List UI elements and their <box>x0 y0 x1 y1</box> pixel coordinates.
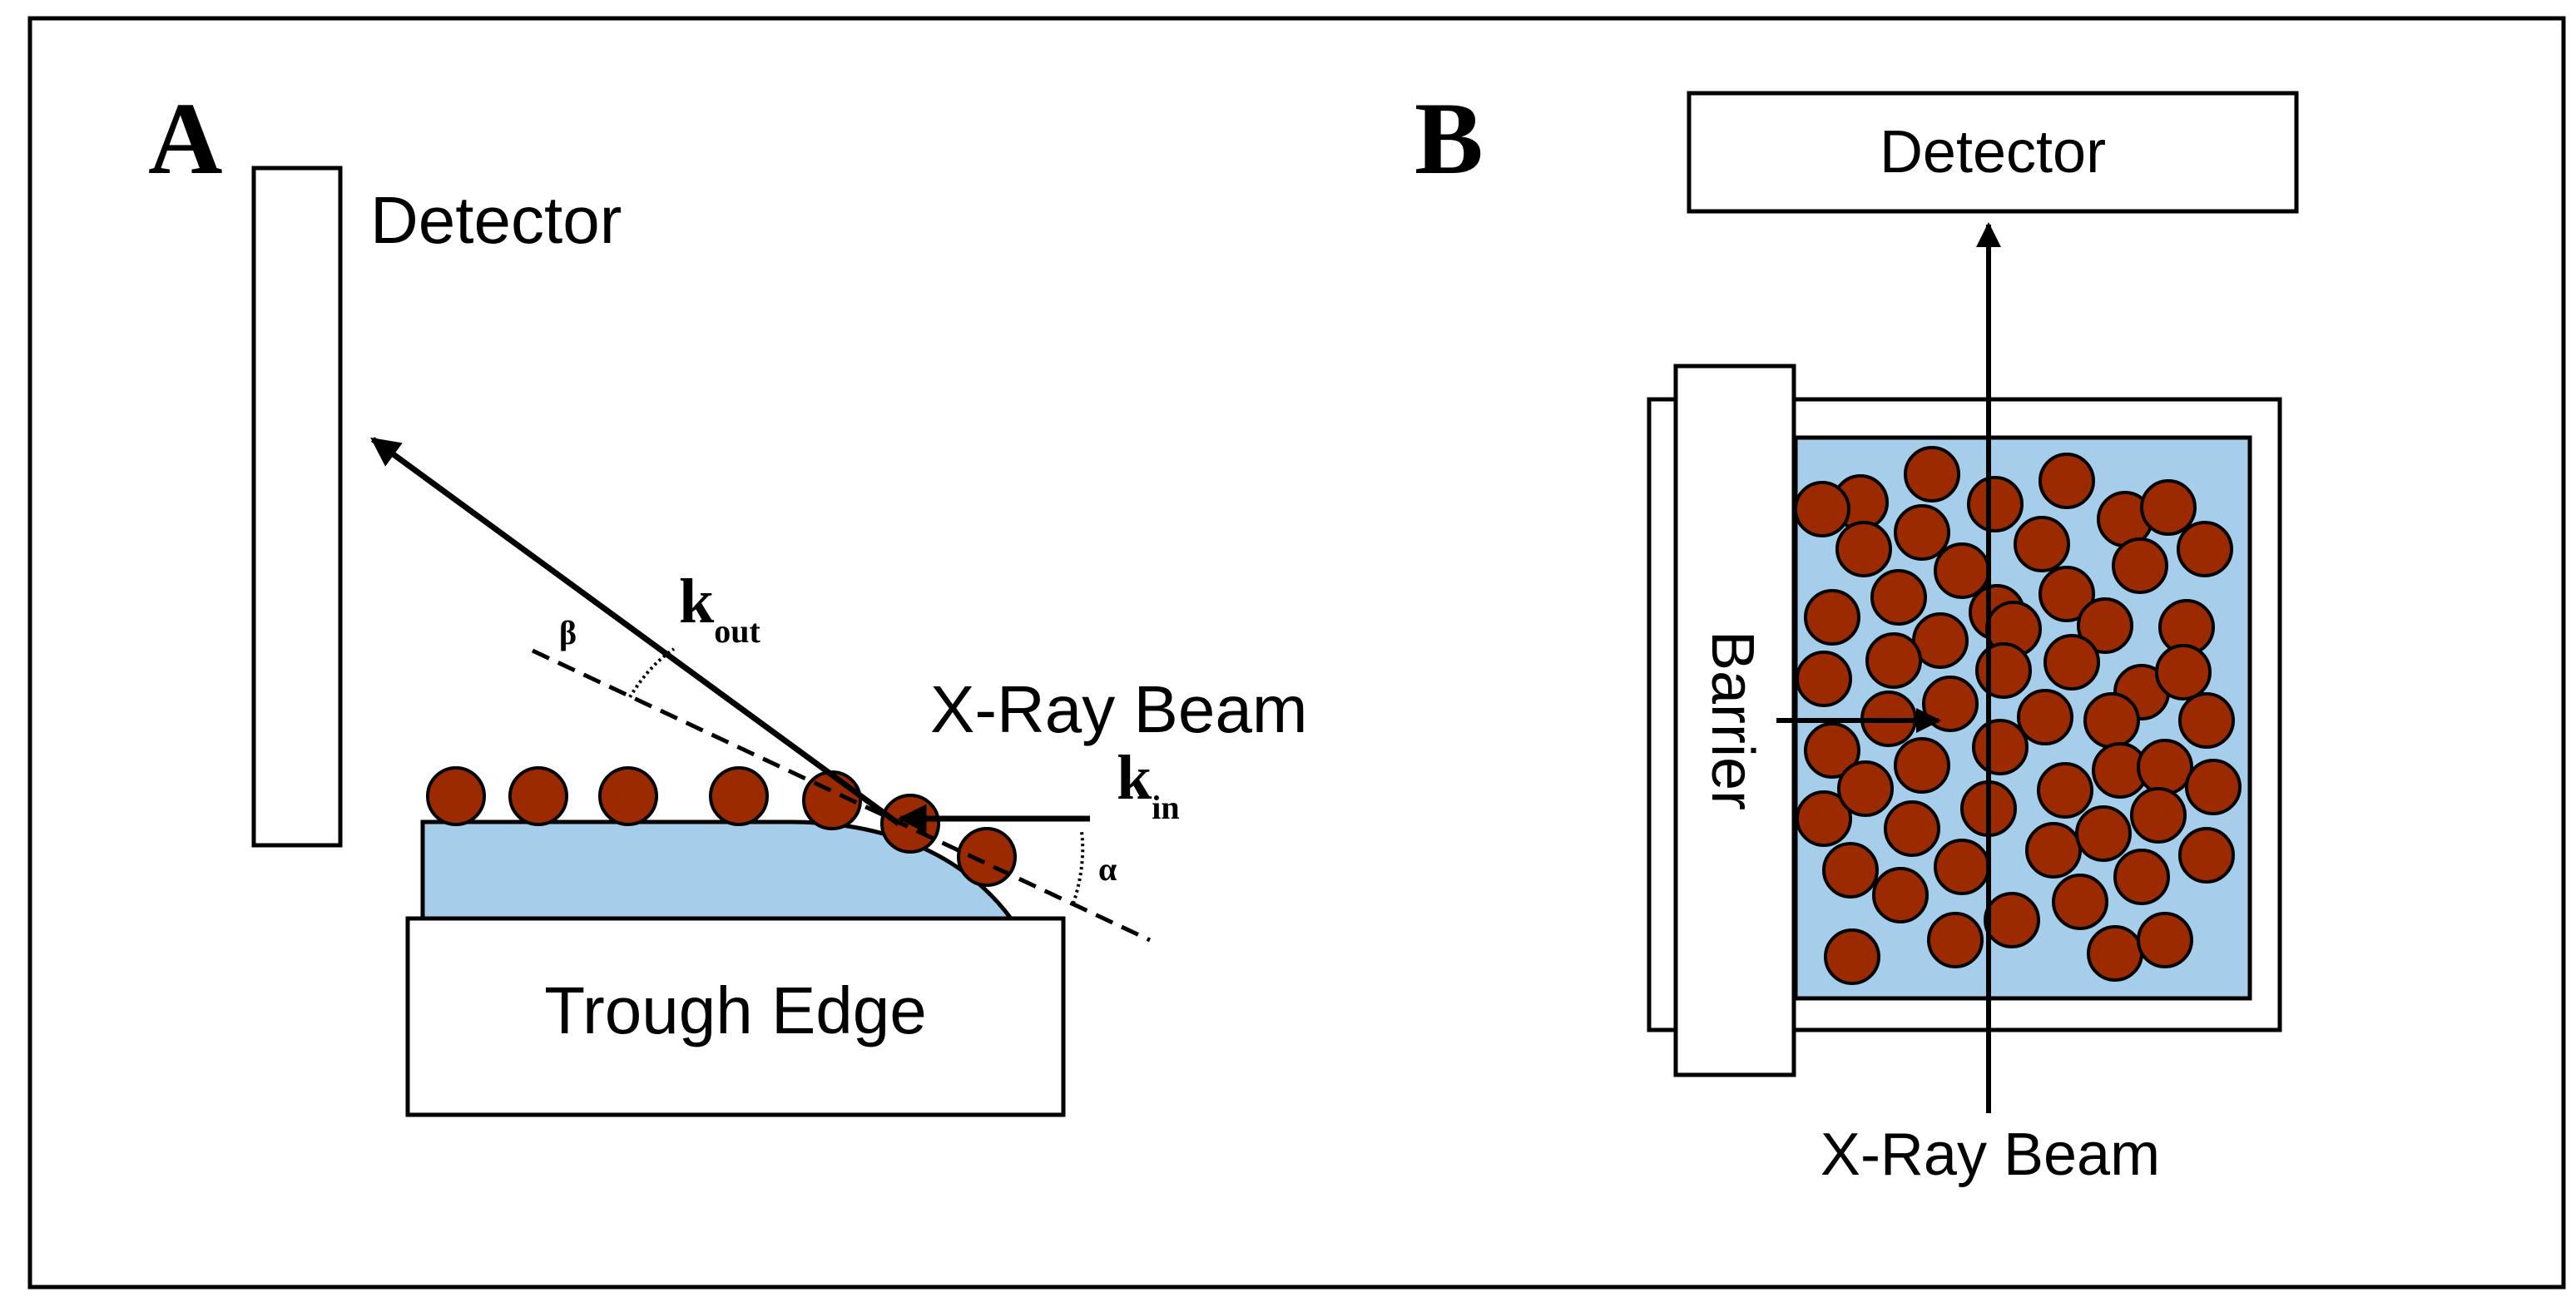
molecule-circle <box>1884 800 1940 857</box>
panel-b: B Detector Barrier X-Ray Beam <box>1414 82 2299 1188</box>
molecule-circle <box>2113 849 2170 905</box>
molecule-circle <box>1872 867 1929 923</box>
molecule-circle <box>2137 912 2193 968</box>
molecule-circle <box>2043 634 2100 691</box>
molecule-circle <box>2037 762 2093 819</box>
molecule-circle <box>957 827 1017 887</box>
trough-edge-label: Trough Edge <box>544 973 927 1047</box>
molecule-circle <box>508 766 568 826</box>
molecule-circle <box>2014 516 2070 572</box>
molecule-circle <box>880 794 940 854</box>
molecule-circle <box>709 766 769 826</box>
panel-a-detector-label: Detector <box>370 183 622 257</box>
molecule-circle <box>1894 504 1950 561</box>
panel-a-molecules <box>426 766 1017 887</box>
alpha-angle-arc <box>1072 831 1085 904</box>
molecule-circle <box>2075 805 2132 862</box>
molecule-circle <box>2017 689 2073 745</box>
panel-b-molecules <box>1794 446 2242 985</box>
molecule-circle <box>1824 928 1880 985</box>
molecule-circle <box>1972 719 2029 775</box>
molecule-circle <box>2039 566 2095 622</box>
molecule-circle <box>2140 479 2197 536</box>
molecule-circle <box>2155 644 2212 701</box>
panel-a-letter: A <box>148 82 223 196</box>
k-out-label: kout <box>679 567 761 650</box>
panel-a: A Detector Trough Edge kout kin β α X-Ra… <box>148 82 1307 1117</box>
molecule-circle <box>2087 925 2143 982</box>
alpha-label: α <box>1098 850 1117 888</box>
panel-b-detector-label: Detector <box>1880 119 2106 186</box>
molecule-circle <box>1835 521 1892 577</box>
molecule-circle <box>1967 476 2024 532</box>
molecule-circle <box>1804 722 1860 779</box>
k-in-label: kin <box>1117 743 1180 826</box>
beta-angle-arc <box>628 647 676 699</box>
panel-a-beam-label: X-Ray Beam <box>930 672 1307 746</box>
panel-a-detector <box>251 166 343 848</box>
molecule-circle <box>2177 521 2233 577</box>
molecule-circle <box>2025 822 2082 879</box>
molecule-circle <box>1794 481 1850 537</box>
molecule-circle <box>2077 597 2133 654</box>
molecule-circle <box>2112 537 2168 594</box>
molecule-circle <box>1934 839 1990 895</box>
molecule-circle <box>1975 642 2032 699</box>
molecule-circle <box>426 766 486 826</box>
molecule-circle <box>2052 874 2108 930</box>
molecule-circle <box>2178 827 2235 884</box>
molecule-circle <box>2130 787 2187 844</box>
molecule-circle <box>1927 912 1984 968</box>
molecule-circle <box>1894 737 1950 794</box>
molecule-circle <box>2178 692 2235 749</box>
molecule-circle <box>2039 453 2095 509</box>
surface-tangent-dashed <box>531 648 1152 943</box>
molecule-circle <box>2185 759 2242 815</box>
molecule-circle <box>1865 632 1922 689</box>
molecule-circle <box>1984 892 2040 948</box>
molecule-circle <box>598 766 658 826</box>
k-out-arrow <box>370 437 901 826</box>
molecule-circle <box>1837 760 1894 817</box>
barrier-label: Barrier <box>1699 631 1766 810</box>
panel-b-beam-label: X-Ray Beam <box>1821 1121 2160 1188</box>
barrier <box>1673 364 1796 1077</box>
molecule-circle <box>2083 692 2140 749</box>
molecule-circle <box>1870 569 1927 626</box>
molecule-circle <box>1796 651 1852 707</box>
panel-b-letter: B <box>1414 82 1484 196</box>
molecule-circle <box>2137 739 2193 795</box>
trough-edge <box>405 916 1066 1117</box>
molecule-circle <box>1904 446 1960 503</box>
panel-b-detector <box>1687 91 2299 214</box>
beta-label: β <box>559 614 577 651</box>
molecule-circle <box>1796 790 1852 847</box>
molecule-circle <box>1804 589 1860 646</box>
molecule-circle <box>1822 842 1879 899</box>
